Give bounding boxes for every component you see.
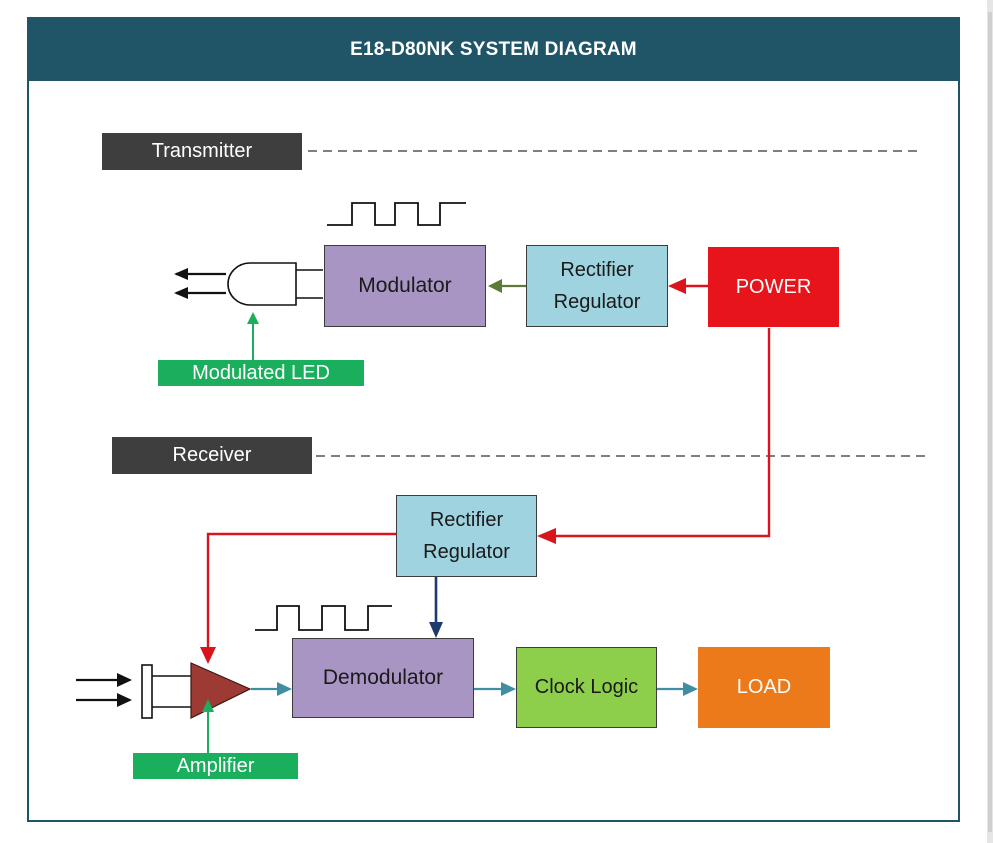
led-light-arrows-icon: [174, 268, 226, 299]
receiver-label: Receiver: [112, 437, 312, 474]
transmitter-waveform: [327, 202, 466, 226]
rx-rectifier-to-demodulator-arrow: [429, 577, 443, 638]
modulator-block: Modulator: [324, 245, 486, 327]
photodiode-symbol: [141, 664, 191, 719]
rx-rectifier-to-amplifier-arrow: [200, 532, 396, 664]
power-to-tx-rectifier-arrow: [668, 278, 708, 294]
amplifier-tag: Amplifier: [133, 753, 298, 779]
tx-rectifier-line1: Rectifier: [560, 259, 634, 281]
modulated-led-tag: Modulated LED: [158, 360, 364, 386]
receiver-waveform: [255, 605, 392, 631]
rx-rectifier-regulator-block: Rectifier Regulator: [396, 495, 537, 577]
amplifier-to-demodulator-arrow: [251, 682, 292, 696]
clock-logic-to-load-arrow: [657, 682, 698, 696]
power-block: POWER: [708, 247, 839, 327]
diagram-title: E18-D80NK SYSTEM DIAGRAM: [29, 19, 958, 81]
amplifier-triangle-icon: [190, 662, 252, 719]
tx-rectifier-regulator-block: Rectifier Regulator: [526, 245, 668, 327]
power-to-rx-rectifier-arrow: [537, 328, 771, 544]
modulated-led-pointer: [247, 312, 259, 360]
scrollbar-thumb[interactable]: [988, 12, 992, 832]
clock-logic-block: Clock Logic: [516, 647, 657, 728]
rectifier-to-modulator-arrow: [488, 279, 526, 293]
tx-rectifier-line2: Regulator: [553, 291, 641, 313]
demodulator-to-clock-logic-arrow: [474, 682, 516, 696]
incoming-light-arrows-icon: [76, 673, 132, 707]
transmitter-label: Transmitter: [102, 133, 302, 170]
load-block: LOAD: [698, 647, 830, 728]
amplifier-pointer: [202, 699, 214, 753]
demodulator-block: Demodulator: [292, 638, 474, 718]
rx-rectifier-line1: Rectifier: [429, 509, 504, 531]
led-symbol: [227, 262, 323, 306]
rx-rectifier-line2: Regulator: [423, 541, 510, 563]
